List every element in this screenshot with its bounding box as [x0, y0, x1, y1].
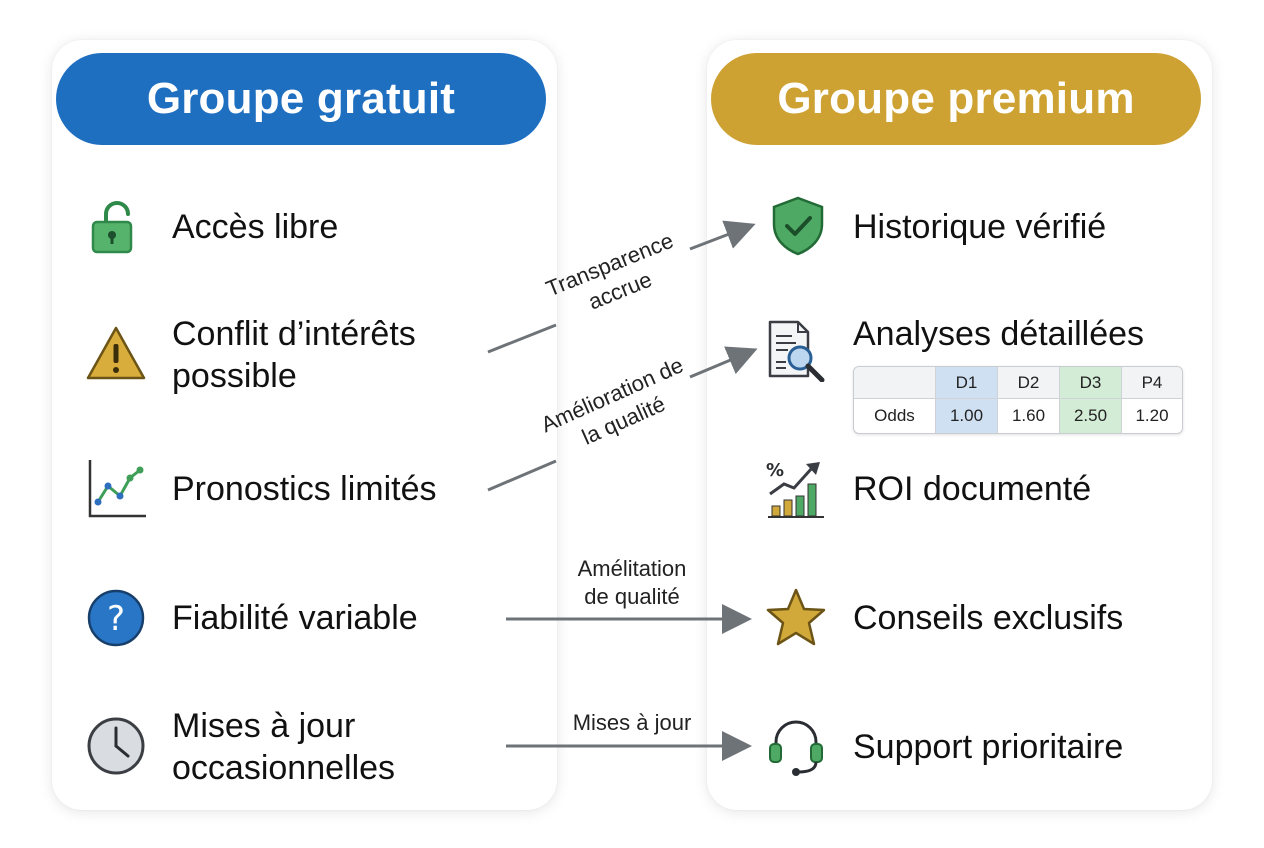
table-cell: 1.00	[936, 399, 998, 433]
odds-table: D1 D2 D3 P4 Odds 1.00 1.60 2.50 1.20	[853, 366, 1183, 434]
document-magnifier-icon	[768, 320, 825, 382]
line-chart-icon	[88, 460, 146, 518]
clock-icon	[87, 717, 145, 775]
arrow-4-label: Mises à jour	[552, 709, 712, 737]
right-item-4-label: Conseils exclusifs	[853, 599, 1124, 637]
left-item-2-label-line1: Conflit d’intérêts	[172, 315, 416, 353]
table-cell: Odds	[854, 399, 936, 433]
headset-icon	[769, 720, 823, 776]
shield-check-icon	[772, 196, 824, 256]
table-header-cell: P4	[1122, 367, 1182, 399]
right-item-5-label: Support prioritaire	[853, 728, 1124, 766]
left-item-4-label: Fiabilité variable	[172, 599, 418, 637]
arrow-3-label-line1: Amélitation	[577, 556, 687, 581]
arrow-4-label-line1: Mises à jour	[572, 710, 692, 735]
unlocked-padlock-icon	[91, 201, 133, 254]
warning-triangle-icon	[86, 326, 146, 380]
table-header-cell	[854, 367, 936, 399]
table-header-cell: D3	[1060, 367, 1122, 399]
premium-group-title: Groupe premium	[711, 53, 1201, 145]
right-item-3-label: ROI documenté	[853, 470, 1092, 508]
right-item-2-label: Analyses détaillées	[853, 315, 1145, 353]
table-cell: 1.60	[998, 399, 1060, 433]
table-cell: 2.50	[1060, 399, 1122, 433]
left-item-2-label-line2: possible	[172, 357, 297, 395]
svg-text:?: ?	[107, 599, 125, 639]
left-item-5-label-line1: Mises à jour	[172, 707, 356, 745]
table-header-cell: D2	[998, 367, 1060, 399]
left-item-5-label-line2: occasionnelles	[172, 749, 396, 787]
table-header-cell: D1	[936, 367, 998, 399]
roi-bar-chart-icon: %	[766, 460, 824, 518]
free-group-title: Groupe gratuit	[56, 53, 546, 145]
arrow-3-label-line2: de qualité	[584, 584, 680, 609]
svg-text:%: %	[766, 460, 784, 481]
free-group-card: Groupe gratuit	[52, 40, 557, 810]
question-circle-icon: ?	[87, 589, 145, 647]
arrow-3-label: Amélitation de qualité	[552, 555, 712, 611]
right-item-1-label: Historique vérifié	[853, 208, 1107, 246]
left-item-1-label: Accès libre	[172, 208, 339, 246]
arrow-1-label: Transparence accrue	[535, 224, 695, 332]
star-icon	[766, 588, 826, 646]
left-item-3-label: Pronostics limités	[172, 470, 437, 508]
table-cell: 1.20	[1135, 406, 1169, 425]
